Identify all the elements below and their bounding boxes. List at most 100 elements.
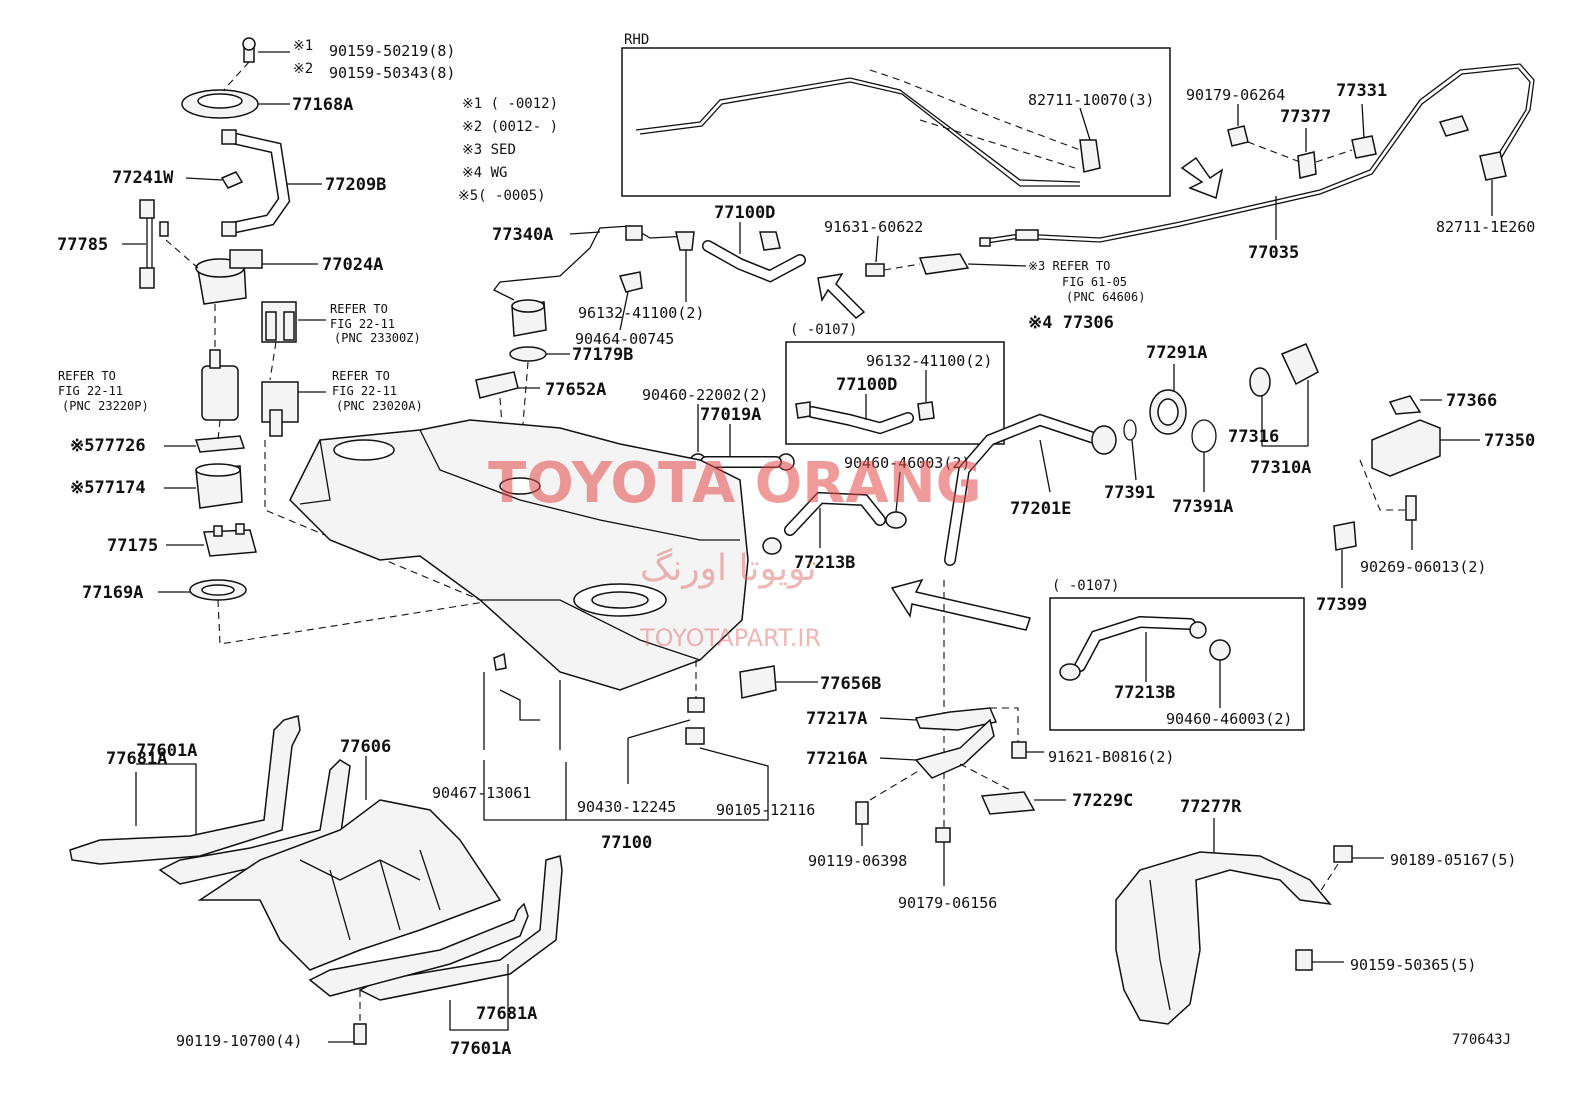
- label-77681A-bot: 77681A: [476, 1004, 537, 1024]
- fender-liner: 77277R 90189-05167(5) 90159-50365(5) 770…: [1115, 797, 1516, 1048]
- label-90430-12245: 90430-12245: [577, 798, 676, 816]
- label-90119-10700: 90119-10700(4): [176, 1032, 302, 1050]
- label-91631-60622: 91631-60622: [824, 218, 923, 236]
- svg-text:( -0107): ( -0107): [790, 322, 857, 338]
- filler-neck: 77291A 77316 77310A 77391 77391A 77201E …: [944, 343, 1535, 615]
- rhd-inset: RHD 82711-10070(3): [621, 32, 1171, 197]
- label-90159-50343: 90159-50343(8): [329, 64, 455, 82]
- label-77229C: 77229C: [1072, 791, 1133, 811]
- label-77350: 77350: [1484, 431, 1535, 451]
- label-90460-46003-box: 90460-46003(2): [1166, 710, 1292, 728]
- label-77035: 77035: [1248, 243, 1299, 263]
- svg-text:※4 WG: ※4 WG: [462, 165, 507, 181]
- label-77024A: 77024A: [322, 255, 383, 275]
- label-90460-22002: 90460-22002(2): [642, 386, 768, 404]
- svg-text:FIG 22-11: FIG 22-11: [58, 384, 123, 398]
- label-90179-06156: 90179-06156: [898, 894, 997, 912]
- label-77656B: 77656B: [820, 674, 881, 694]
- fuel-tank: 77656B: [289, 419, 881, 750]
- label-77606: 77606: [340, 737, 391, 757]
- inset-box-77100D: ( -0107) 96132-41100(2) 77100D: [785, 322, 1005, 445]
- label-77100D-top: 77100D: [714, 203, 775, 223]
- label-77209B: 77209B: [325, 175, 386, 195]
- label-77216A: 77216A: [806, 749, 867, 769]
- label-77785: 77785: [57, 235, 108, 255]
- svg-text:※1 ( -0012): ※1 ( -0012): [462, 96, 558, 112]
- svg-text:FIG 61-05: FIG 61-05: [1062, 275, 1127, 289]
- label-90105-12116: 90105-12116: [716, 801, 815, 819]
- svg-text:(PNC 23220P): (PNC 23220P): [62, 399, 149, 413]
- label-77168A: 77168A: [292, 95, 353, 115]
- label-77366: 77366: [1446, 391, 1497, 411]
- svg-text:REFER TO: REFER TO: [58, 369, 116, 383]
- svg-text:FIG 22-11: FIG 22-11: [332, 384, 397, 398]
- svg-text:FIG 22-11: FIG 22-11: [330, 317, 395, 331]
- svg-text:※3 SED: ※3 SED: [462, 142, 516, 158]
- label-77652A: 77652A: [545, 380, 606, 400]
- label-77726: ※577726: [70, 436, 146, 456]
- svg-text:※5( -0005): ※5( -0005): [458, 188, 546, 204]
- watermark: TOYOTA ORANG تویوتا اورنگ TOYOTAPART.IR: [488, 451, 982, 652]
- inset-box-77213B: ( -0107) 77213B 90460-46003(2): [1049, 578, 1305, 731]
- label-91621-B0816: 91621-B0816(2): [1048, 748, 1174, 766]
- svg-text:(PNC 23020A): (PNC 23020A): [336, 399, 423, 413]
- label-77291A: 77291A: [1146, 343, 1207, 363]
- label-90119-06398: 90119-06398: [808, 852, 907, 870]
- label-77241W: 77241W: [112, 168, 174, 188]
- label-77174: ※577174: [70, 478, 146, 498]
- tank-callouts: 90467-13061 90430-12245 90105-12116 7710…: [432, 719, 815, 853]
- watermark-text: TOYOTA ORANG: [488, 451, 982, 516]
- svg-text:※2 (0012- ): ※2 (0012- ): [462, 119, 558, 135]
- svg-text:(PNC 23300Z): (PNC 23300Z): [334, 331, 421, 345]
- label-77175: 77175: [107, 536, 158, 556]
- watermark-url: TOYOTAPART.IR: [639, 624, 821, 652]
- svg-text:※2: ※2: [293, 61, 313, 77]
- svg-text:※1: ※1: [293, 38, 313, 54]
- label-90159-50219: 90159-50219(8): [329, 42, 455, 60]
- label-90189-05167: 90189-05167(5): [1390, 851, 1516, 869]
- label-77316: 77316: [1228, 427, 1279, 447]
- fuel-pump-assembly: ※1 ※2 90159-50219(8) 90159-50343(8) 7716…: [57, 37, 601, 651]
- label-77377: 77377: [1280, 107, 1331, 127]
- svg-text:REFER TO: REFER TO: [332, 369, 390, 383]
- label-77213B-box: 77213B: [1114, 683, 1175, 703]
- svg-text:( -0107): ( -0107): [1052, 578, 1119, 594]
- label-82711-10070: 82711-10070(3): [1028, 91, 1154, 109]
- label-96132-top: 96132-41100(2): [578, 304, 704, 322]
- svg-text:96132-41100(2): 96132-41100(2): [866, 352, 992, 370]
- label-77277R: 77277R: [1180, 797, 1242, 817]
- svg-text:(PNC 64606): (PNC 64606): [1066, 290, 1145, 304]
- label-77169A: 77169A: [82, 583, 143, 603]
- label-77601A-bot: 77601A: [450, 1039, 511, 1059]
- tank-straps: 77601A 77681A 77606 77681A 77601A 90119-…: [69, 715, 563, 1059]
- breather-parts: 77340A 96132-41100(2) 77100D 90464-00745…: [475, 203, 866, 481]
- tank-brackets: 77217A 77216A 91621-B0816(2) 77229C 9011…: [806, 580, 1174, 912]
- label-77331: 77331: [1336, 81, 1387, 101]
- svg-text:※3 REFER TO: ※3 REFER TO: [1028, 259, 1110, 273]
- date-notes: ※1 ( -0012) ※2 (0012- ) ※3 SED ※4 WG ※5(…: [458, 96, 558, 204]
- label-77019A: 77019A: [700, 405, 761, 425]
- tank-hoses: 90460-22002(2) 77019A 90460-46003(2) 772…: [642, 386, 1031, 631]
- label-90179-06264: 90179-06264: [1186, 86, 1285, 104]
- label-77213B-main: 77213B: [794, 553, 855, 573]
- label-90467-13061: 90467-13061: [432, 784, 531, 802]
- label-77391A: 77391A: [1172, 497, 1233, 517]
- label-77201E: 77201E: [1010, 499, 1071, 519]
- label-90159-50365: 90159-50365(5): [1350, 956, 1476, 974]
- label-77100D-box: 77100D: [836, 375, 897, 395]
- label-77306: ※4 77306: [1028, 313, 1114, 333]
- label-77399: 77399: [1316, 595, 1367, 615]
- vapor-lines: 90179-06264 77331 77377 77035 82711-1E26…: [824, 63, 1535, 333]
- label-77310A: 77310A: [1250, 458, 1311, 478]
- label-90464-00745: 90464-00745: [575, 330, 674, 348]
- label-90269: 90269-06013(2): [1360, 558, 1486, 576]
- label-77340A: 77340A: [492, 225, 553, 245]
- label-77179B: 77179B: [572, 345, 633, 365]
- label-77100: 77100: [601, 833, 652, 853]
- watermark-persian: تویوتا اورنگ: [640, 547, 817, 589]
- label-82711-1E260: 82711-1E260: [1436, 218, 1535, 236]
- label-77601A-top: 77601A: [136, 741, 197, 761]
- label-90460-46003-top: 90460-46003(2): [844, 454, 970, 472]
- svg-text:REFER TO: REFER TO: [330, 302, 388, 316]
